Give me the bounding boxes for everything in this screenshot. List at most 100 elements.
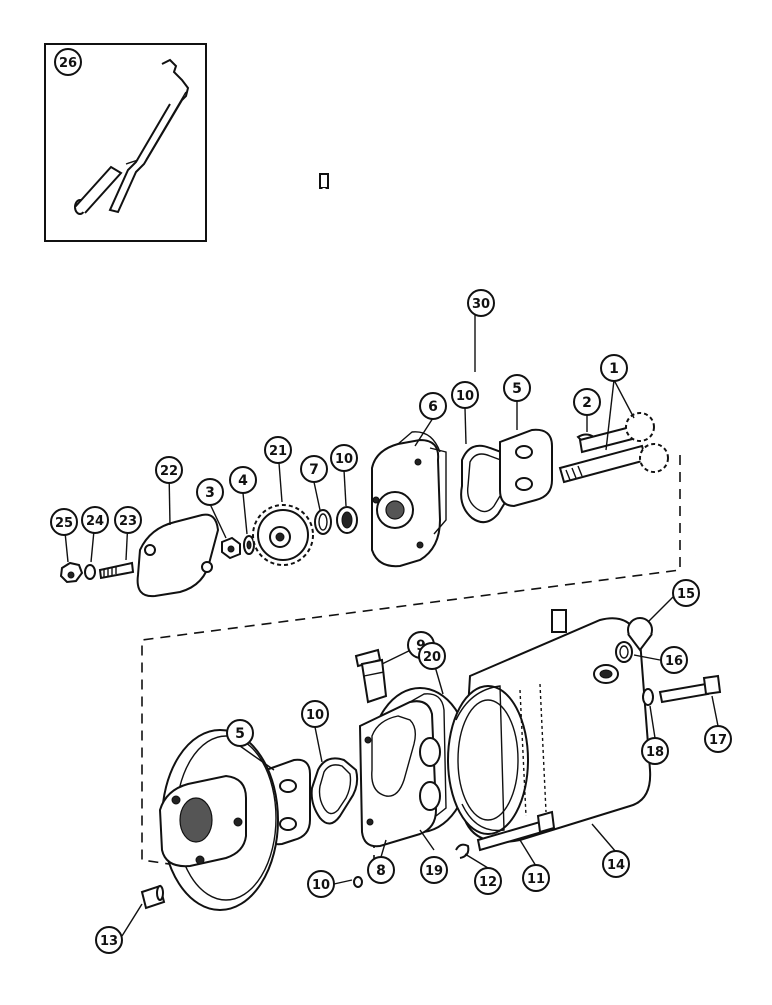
callout-number: 5: [235, 726, 245, 742]
callout-c7: 7: [300, 455, 328, 483]
callout-number: 30: [472, 297, 490, 312]
part-13-sleeve: [140, 884, 166, 910]
callout-c5a: 5: [503, 374, 531, 402]
callout-c25: 25: [50, 508, 78, 536]
callout-number: 25: [55, 516, 73, 531]
callout-circle: [672, 579, 700, 607]
callout-circle: [81, 506, 109, 534]
callout-circle: [451, 381, 479, 409]
callout-c24: 24: [81, 506, 109, 534]
callout-circle: [54, 48, 82, 76]
callout-c22: 22: [155, 456, 183, 484]
part-24-washer: [84, 564, 96, 580]
callout-circle: [301, 700, 329, 728]
callout-c5b: 5: [226, 719, 254, 747]
callout-number: 21: [269, 444, 287, 459]
callout-circle: [641, 737, 669, 765]
alignment-dash-line: [141, 455, 681, 871]
callout-circle: [95, 926, 123, 954]
part-23-stud: [98, 561, 135, 580]
callout-number: 7: [309, 462, 319, 478]
part-10-gasket-lower: [310, 757, 359, 825]
rear-cover: [158, 729, 279, 911]
callout-number: 12: [479, 875, 497, 890]
part-10-seal-upper: [336, 506, 358, 534]
callout-number: 23: [119, 514, 137, 529]
part-14-reservoir: [447, 617, 652, 843]
callout-c10d: 10: [307, 870, 335, 898]
inset-box-part-26: [44, 43, 207, 242]
part-6-front-cover: [371, 431, 447, 568]
part-18-washer: [642, 688, 654, 706]
callout-number: 10: [312, 878, 330, 893]
callout-c19: 19: [420, 856, 448, 884]
callout-number: 16: [665, 654, 683, 669]
callout-c8: 8: [367, 856, 395, 884]
callout-number: 6: [428, 399, 438, 415]
callout-circle: [602, 850, 630, 878]
part-3-nut: [221, 536, 241, 560]
callout-circle: [419, 392, 447, 420]
callout-number: 9: [416, 638, 426, 654]
callout-number: 19: [425, 864, 443, 879]
callout-c6: 6: [419, 392, 447, 420]
callout-c4: 4: [229, 466, 257, 494]
callout-c20: 20: [418, 642, 446, 670]
callout-number: 22: [160, 464, 178, 479]
callout-circle: [418, 642, 446, 670]
callout-number: 10: [306, 708, 324, 723]
callout-c16: 16: [660, 646, 688, 674]
callout-circle: [229, 466, 257, 494]
callout-circle: [467, 289, 495, 317]
callout-number: 8: [376, 863, 386, 879]
callout-c26: 26: [54, 48, 82, 76]
part-11-bolt: [476, 810, 556, 852]
callout-number: 2: [582, 395, 592, 411]
callout-circle: [600, 354, 628, 382]
callout-c10c: 10: [301, 700, 329, 728]
callout-c12: 12: [474, 867, 502, 895]
part-5-bearing-block-upper: [499, 428, 553, 508]
part-9-relief-valve: [354, 648, 388, 704]
callout-c23: 23: [114, 506, 142, 534]
callout-number: 11: [527, 872, 545, 887]
callout-number: 4: [238, 473, 248, 489]
callout-circle: [367, 856, 395, 884]
callout-c10a: 10: [451, 381, 479, 409]
callout-number: 26: [59, 56, 77, 71]
part-30-tube: [319, 173, 710, 633]
callout-circle: [474, 867, 502, 895]
callout-c1: 1: [600, 354, 628, 382]
callout-c3: 3: [196, 478, 224, 506]
callout-number: 10: [456, 389, 474, 404]
callout-circle: [300, 455, 328, 483]
callout-number: 10: [335, 452, 353, 467]
callout-c2: 2: [573, 388, 601, 416]
callout-number: 17: [709, 733, 727, 748]
callout-number: 13: [100, 934, 118, 949]
callout-number: 14: [607, 858, 625, 873]
callout-c21: 21: [264, 436, 292, 464]
callout-c18: 18: [641, 737, 669, 765]
callout-circle: [522, 864, 550, 892]
callout-circle: [704, 725, 732, 753]
callout-c15: 15: [672, 579, 700, 607]
callout-c17: 17: [704, 725, 732, 753]
callout-circle: [155, 456, 183, 484]
part-22-gasket: [136, 513, 220, 598]
part-10-o-ring-lower: [353, 876, 363, 888]
callout-c30: 30: [467, 289, 495, 317]
callout-circle: [420, 856, 448, 884]
part-4-washer: [243, 535, 255, 555]
callout-number: 3: [205, 485, 215, 501]
part-25-nut: [59, 561, 84, 584]
callout-circle: [503, 374, 531, 402]
callout-number: 18: [646, 745, 664, 760]
callout-circle: [660, 646, 688, 674]
part-7-ring: [314, 509, 332, 535]
callout-number: 20: [423, 650, 441, 665]
part-21-gear: [252, 504, 314, 566]
part-17-bolt: [658, 674, 722, 704]
